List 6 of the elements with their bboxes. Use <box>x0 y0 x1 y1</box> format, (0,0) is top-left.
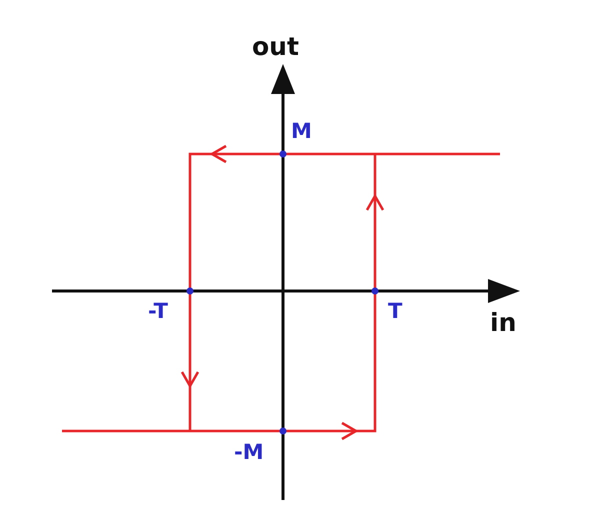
threshold-label: T <box>388 301 402 322</box>
threshold-label: -T <box>148 301 168 322</box>
level-label: -M <box>234 442 264 463</box>
axis-label: out <box>252 34 299 59</box>
level-label: M <box>291 121 312 142</box>
axis-label: in <box>490 310 516 335</box>
